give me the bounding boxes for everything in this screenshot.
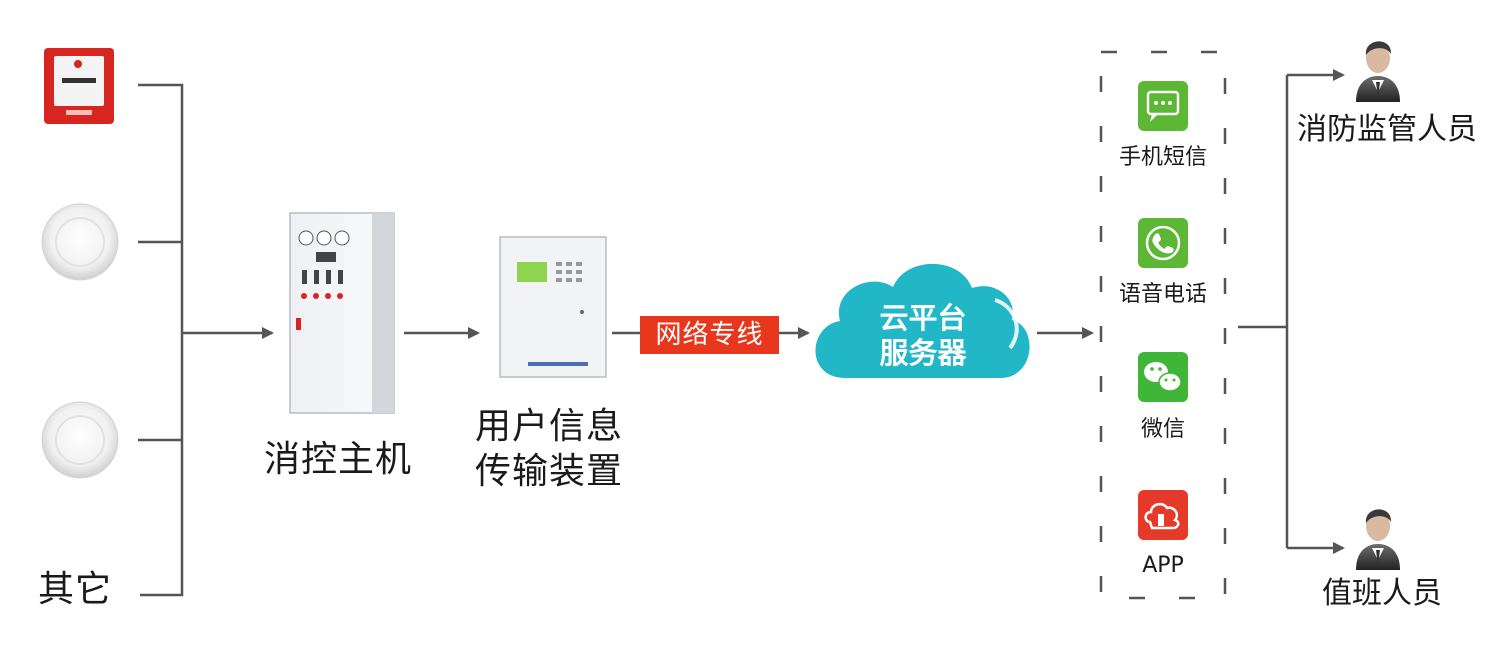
recipient-supervisor-label: 消防监管人员 [1297, 112, 1477, 147]
smoke-detector-icon [41, 401, 119, 479]
supervisor-avatar-icon [1356, 41, 1400, 102]
sms-icon [1138, 81, 1188, 131]
fire-control-cabinet-icon [289, 212, 395, 414]
channel-app-label: APP [1142, 553, 1184, 578]
cloud-label-line1: 云平台 [879, 301, 967, 335]
channel-wechat-label: 微信 [1140, 417, 1185, 442]
channel-group-box [1099, 50, 1227, 600]
recipient-lines [1238, 69, 1345, 554]
wechat-icon [1138, 352, 1188, 402]
cloud-label-line2: 服务器 [879, 336, 967, 370]
cloud-server-icon [815, 263, 1030, 378]
channel-sms-label: 手机短信 [1118, 145, 1207, 170]
manual-call-point-icon [44, 48, 114, 124]
channel-phone-label: 语音电话 [1118, 282, 1207, 307]
dedicated-network-badge: 网络专线 [640, 316, 779, 354]
transmitter-label-line1: 用户信息 [475, 406, 624, 447]
fire-control-host-label: 消控主机 [264, 439, 413, 480]
duty-staff-avatar-icon [1356, 509, 1400, 570]
other-inputs-label: 其它 [38, 569, 113, 610]
app-icon [1138, 490, 1188, 540]
smoke-detector-icon [41, 203, 119, 281]
recipient-duty-staff-label: 值班人员 [1322, 576, 1442, 611]
transmitter-label-line2: 传输装置 [475, 451, 624, 492]
input-bus-lines [138, 83, 274, 597]
phone-icon [1138, 218, 1188, 268]
transmission-device-icon [499, 236, 607, 378]
